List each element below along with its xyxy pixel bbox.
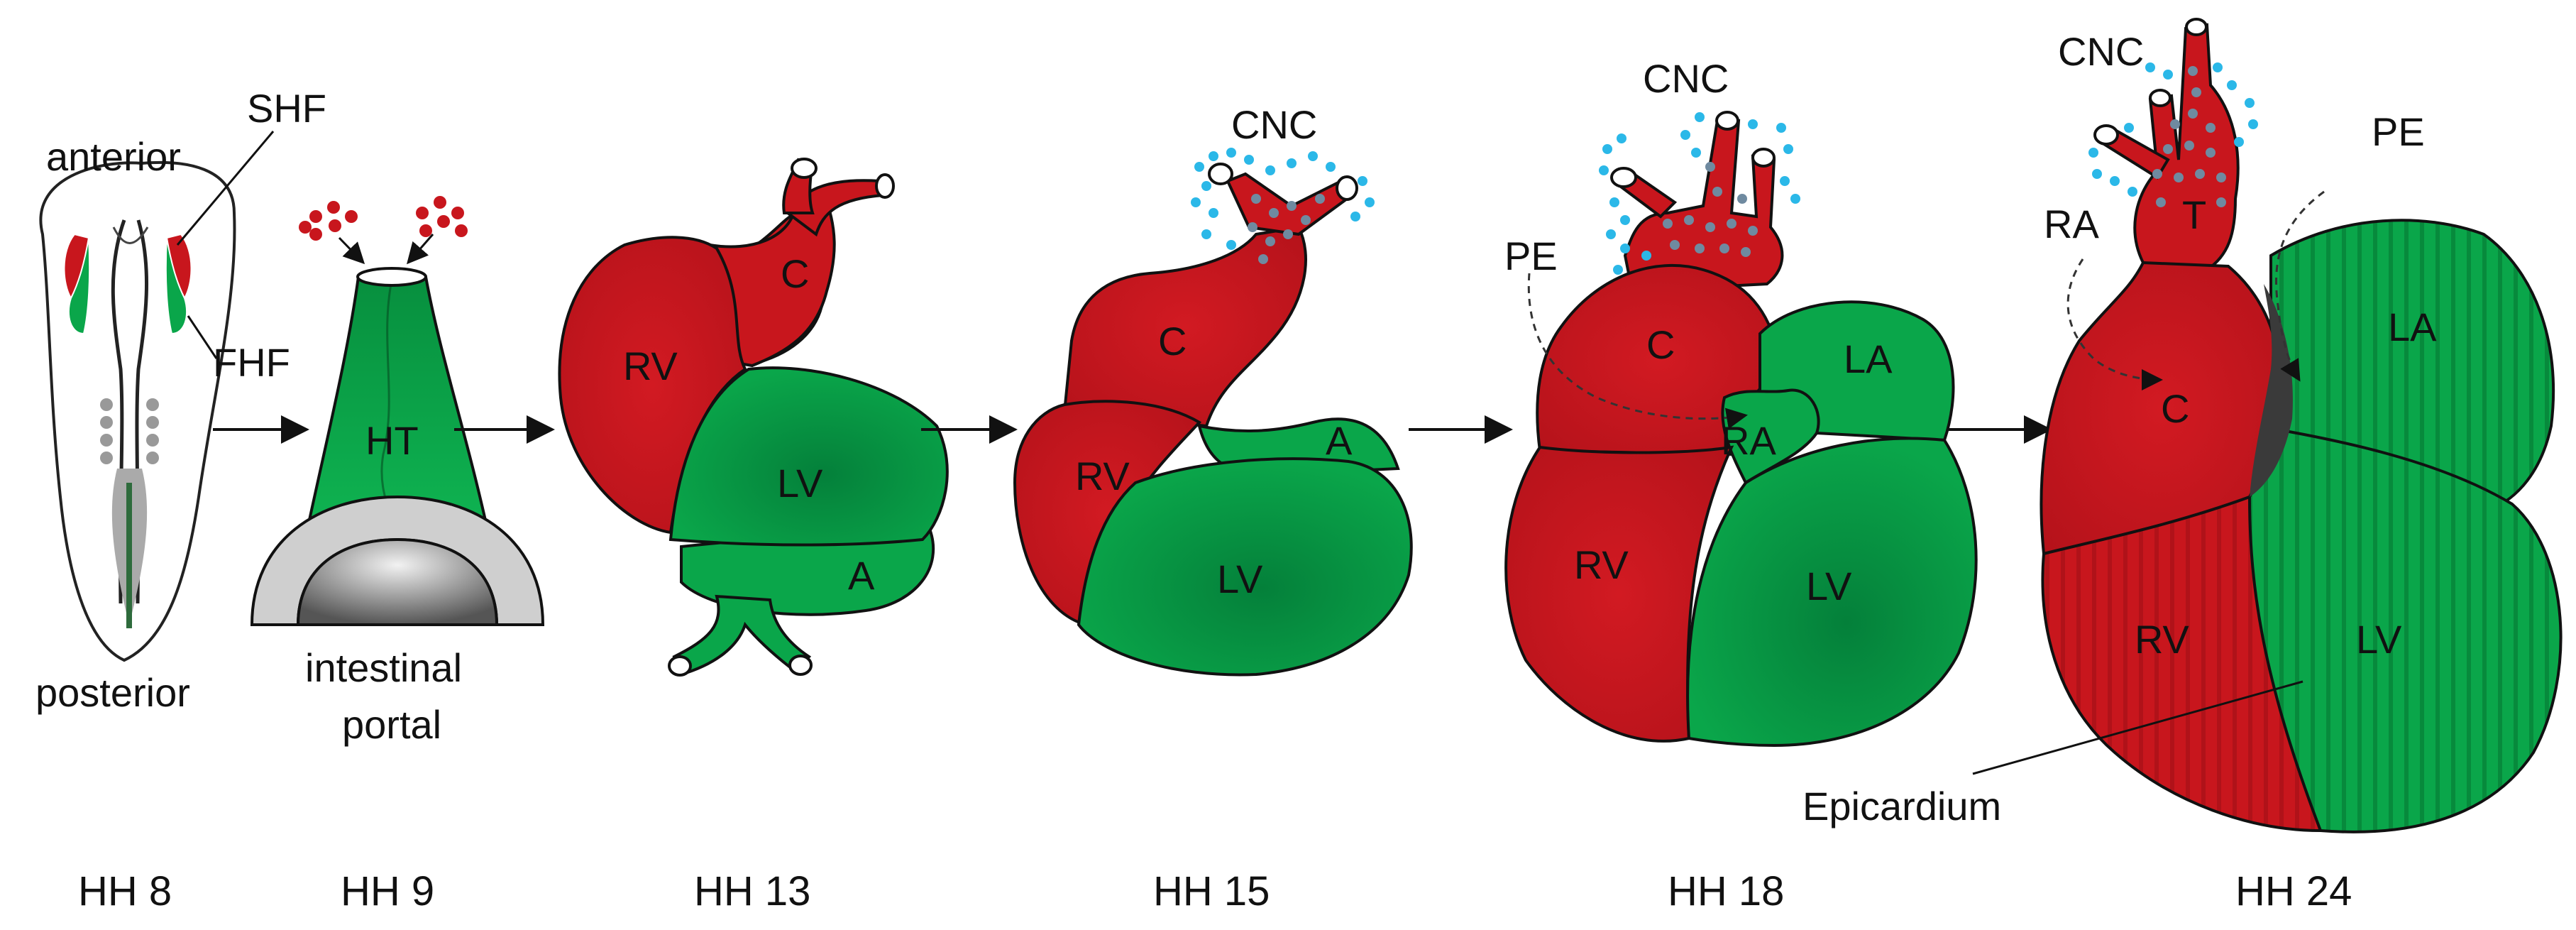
pe-arrow-hh18 (1527, 273, 1748, 430)
hh18-cnc-cells (1599, 112, 1800, 275)
hh18-vessel-end (1751, 148, 1776, 168)
hh13-vessel-end (668, 655, 692, 677)
hh15-c-label: C (1158, 319, 1187, 363)
intestinal-portal-hole (296, 537, 499, 626)
stage-label: HH 18 (1668, 868, 1784, 914)
hh24-rv (2041, 495, 2323, 833)
hh13-lv (668, 366, 949, 547)
hh18-rv-label: RV (1574, 542, 1629, 587)
portal-label: portal (342, 702, 441, 747)
hh15-lv-label: LV (1217, 557, 1263, 601)
hh15-vessel-end (1336, 175, 1358, 201)
pe-arrow-hh24 (2275, 190, 2325, 382)
heart-tube-top (356, 267, 427, 287)
stage-labels: HH 8 HH 9 HH 13 HH 15 HH 18 HH 24 (78, 868, 2352, 914)
hh8-embryo: anterior SHF FHF posterior (35, 86, 326, 715)
stage-label: HH 13 (694, 868, 810, 914)
ra-arrow-hh24 (2066, 258, 2163, 390)
hh13-vessel-end (791, 158, 818, 179)
fhf-label: FHF (213, 340, 290, 385)
hh9-heart-tube: HT intestinal portal (250, 196, 545, 747)
hh15-lv (1077, 457, 1413, 677)
ht-label: HT (365, 418, 419, 463)
hh18-vessel-end (1715, 111, 1739, 131)
anterior-label: anterior (46, 134, 181, 179)
shf-leader (176, 131, 275, 246)
fhf-left (67, 237, 91, 335)
hh13-lv-label: LV (777, 461, 823, 505)
stage-label: HH 8 (78, 868, 172, 914)
hh24-pe-label: PE (2372, 109, 2425, 154)
somites (100, 398, 159, 464)
hh18-lv (1686, 437, 1978, 748)
hh13-rv-label: RV (623, 344, 678, 388)
hh18-pe-label: PE (1504, 234, 1558, 278)
hh24-la-label: LA (2388, 305, 2437, 349)
stage-label: HH 24 (2235, 868, 2352, 914)
hh18-cnc-label: CNC (1643, 56, 1729, 101)
hh24-c-label: C (2161, 386, 2189, 431)
hh15-a-label: A (1326, 418, 1353, 463)
fhf-leader (187, 315, 218, 359)
posterior-label: posterior (35, 670, 190, 715)
stage-label: HH 15 (1153, 868, 1270, 914)
stage-label: HH 9 (341, 868, 434, 914)
hh15-cnc-label: CNC (1231, 102, 1317, 147)
hh13-a-label: A (848, 553, 875, 598)
hh13-heart: RV C LV A (558, 158, 949, 677)
hh15-rv-label: RV (1075, 454, 1130, 498)
fhf-right (165, 237, 188, 335)
shf-label: SHF (247, 86, 326, 131)
cells-arrow (407, 234, 434, 265)
neural-groove (112, 226, 149, 244)
hh15-vessel-end (1208, 163, 1233, 185)
hh24-cnc-label: CNC (2058, 29, 2144, 74)
hh18-c-label: C (1646, 322, 1675, 367)
hh15-cnc-cells (1191, 148, 1375, 264)
cells-arrow (338, 236, 365, 265)
hh13-lower-vessel (672, 594, 812, 677)
epicardium-leader (1972, 680, 2303, 775)
hh24-heart: CNC PE RA T C LA RV LV Epicardium (1802, 18, 2563, 833)
hh9-red-cells (299, 196, 468, 241)
hh24-vessel-end (2149, 89, 2172, 107)
hh18-heart: CNC PE C LA RA RV LV (1504, 56, 1978, 748)
hh24-ra-label: RA (2044, 202, 2099, 246)
hh24-rv-label: RV (2135, 617, 2189, 662)
hh18-ra-label: RA (1721, 418, 1776, 463)
hh24-epicardium-label: Epicardium (1802, 784, 2001, 828)
hh13-c-label: C (781, 251, 809, 296)
hh15-heart: CNC C RV A LV (1013, 102, 1413, 677)
hh13-vessel-end (788, 655, 813, 676)
hh24-lv-label: LV (2356, 617, 2402, 662)
hh18-la-label: LA (1844, 337, 1893, 381)
hh24-vessel-end (2185, 18, 2208, 36)
hh18-vessel-end (1610, 167, 1637, 188)
hh24-pe-tissue (2250, 284, 2293, 497)
hh13-vessel-end (875, 173, 895, 199)
hh24-vessel-end (2093, 124, 2119, 146)
hh24-cnc-cells (2088, 62, 2258, 207)
intestinal-label: intestinal (305, 645, 462, 690)
hh24-t-label: T (2182, 192, 2206, 237)
hh18-lv-label: LV (1806, 564, 1852, 608)
